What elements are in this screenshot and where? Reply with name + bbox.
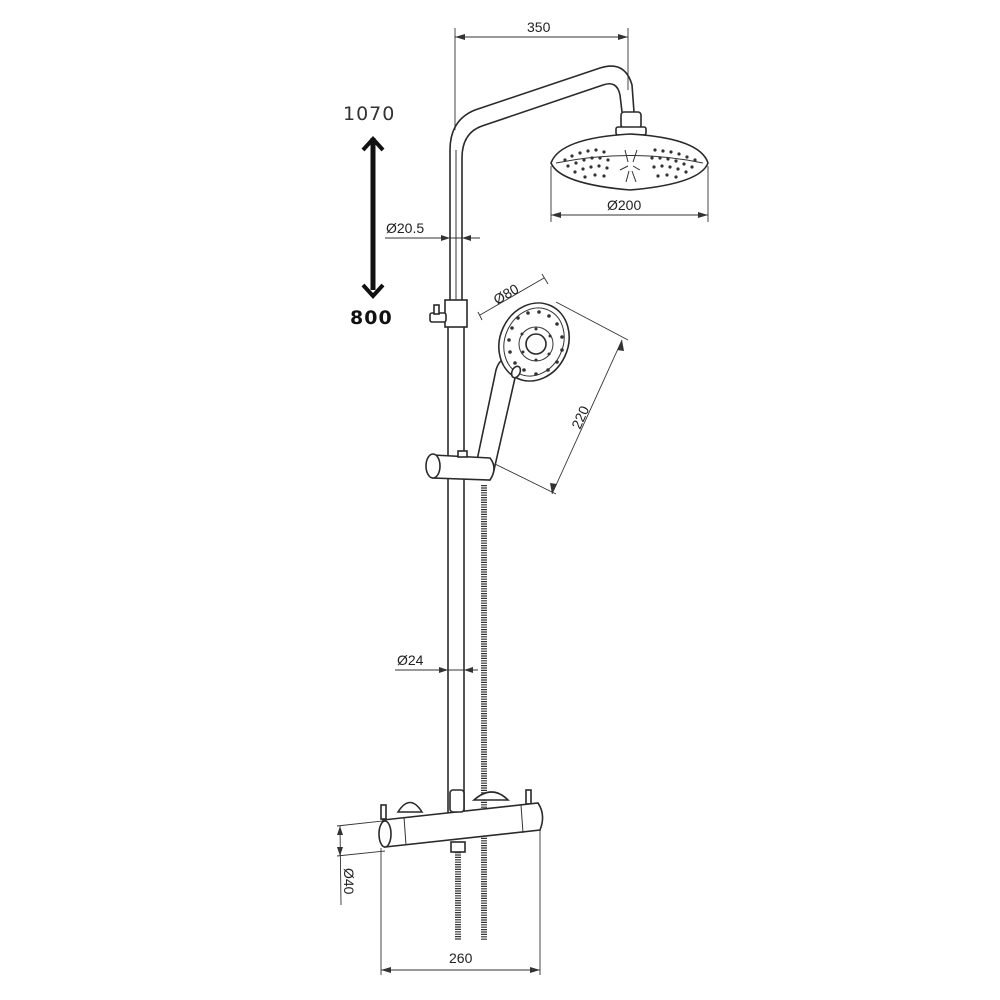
dimension-riser-upper-diameter: Ø20.5	[385, 220, 480, 241]
dimension-valve-body-diameter: Ø40	[336, 820, 386, 906]
hand-shower	[475, 302, 570, 471]
height-range-indicator: 1070 800	[343, 103, 395, 329]
overhead-diameter-label: Ø200	[607, 197, 641, 213]
slide-bracket	[425, 450, 495, 481]
dimension-overhead-diameter: Ø200	[550, 166, 709, 222]
dimension-riser-lower-diameter: Ø24	[395, 652, 478, 673]
arm-reach-label: 350	[527, 19, 551, 35]
overhead-shower-head	[550, 111, 709, 191]
riser-lower-diameter-label: Ø24	[397, 652, 424, 668]
valve-width-label: 260	[449, 950, 473, 966]
shower-hose	[455, 485, 487, 940]
shower-arm	[449, 65, 635, 300]
double-arrow-vertical-icon	[361, 136, 385, 299]
thermostatic-bar-valve	[378, 789, 544, 853]
nozzle-pattern	[563, 148, 697, 179]
lower-riser-rail	[447, 327, 465, 820]
dimension-arm-reach: 350	[454, 19, 629, 130]
height-min-label: 800	[350, 307, 393, 329]
height-max-label: 1070	[343, 103, 395, 125]
riser-upper-diameter-label: Ø20.5	[386, 220, 424, 236]
dimension-valve-width: 260	[380, 830, 541, 975]
hand-shower-length-label: 220	[568, 403, 592, 431]
hand-shower-diameter-label: Ø80	[491, 280, 522, 307]
hand-nozzle-pattern	[507, 310, 564, 376]
valve-body-diameter-label: Ø40	[341, 868, 357, 895]
height-adjust-clamp	[429, 299, 468, 328]
